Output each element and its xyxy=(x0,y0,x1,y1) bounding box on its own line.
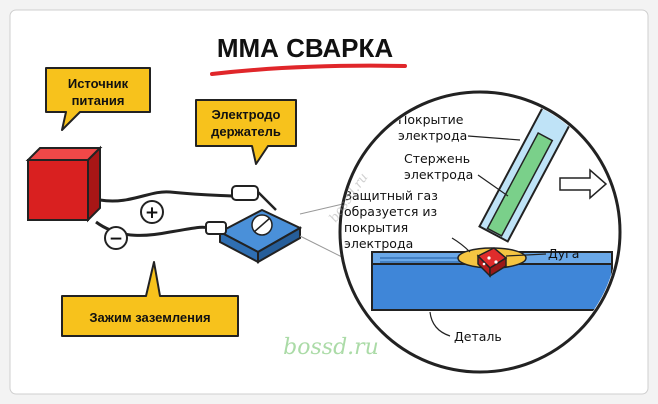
positive-cable xyxy=(99,190,233,203)
plus-sign: + xyxy=(145,203,159,223)
arc xyxy=(476,247,508,278)
shielding-gas-label-line3: покрытия xyxy=(344,220,408,235)
callout-power-source: Источник питания xyxy=(45,67,151,131)
electrode-coating-label-line1: Покрытие xyxy=(398,112,464,127)
callout-electrode-holder: Электродо держатель xyxy=(195,99,297,165)
leader-gas xyxy=(451,237,471,253)
leader-arc xyxy=(505,253,547,257)
power-source-label-line2: питания xyxy=(72,93,125,108)
callout-ground-clamp: Зажим заземления xyxy=(61,261,239,337)
workpiece-label: Деталь xyxy=(454,329,502,344)
title-underline xyxy=(210,63,407,76)
electrode-holder-label-line1: Электродо xyxy=(211,107,280,122)
leader-coating xyxy=(467,135,521,141)
leader-workpiece xyxy=(429,311,451,337)
power-source-label-line1: Источник xyxy=(68,76,129,91)
negative-terminal: − xyxy=(104,226,128,250)
ground-clamp-label: Зажим заземления xyxy=(89,310,210,325)
page-title: ММА СВАРКА xyxy=(217,33,394,63)
positive-terminal: + xyxy=(140,200,164,224)
electrode-holder xyxy=(231,185,277,211)
electrode-core-label-line2: электрода xyxy=(404,167,473,182)
power-source-box xyxy=(25,145,103,223)
leader-core xyxy=(477,174,509,197)
electrode-core-label-line1: Стержень xyxy=(404,151,470,166)
minus-sign: − xyxy=(109,229,123,249)
electrode-core xyxy=(486,132,554,237)
watermark-main: bossd.ru xyxy=(283,335,379,360)
small-workpiece xyxy=(217,208,303,264)
electrode-holder-label-line2: держатель xyxy=(211,124,281,139)
shielding-gas-label-line2: образуется из xyxy=(344,204,437,219)
electrode-coating-label-line2: электрода xyxy=(398,128,467,143)
shielding-gas-label-line1: Защитный газ xyxy=(344,188,438,203)
direction-arrow-icon xyxy=(559,168,608,200)
arc-label: Дуга xyxy=(548,246,579,261)
shielding-gas-label-line4: электрода xyxy=(344,236,413,251)
ground-clamp xyxy=(205,221,227,235)
